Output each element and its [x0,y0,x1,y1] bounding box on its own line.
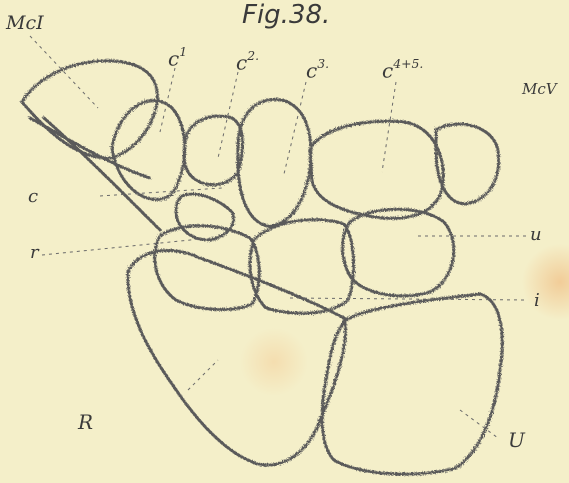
label-i: i [534,292,540,310]
label-c2-base: c [236,51,247,75]
leader-R [188,360,218,390]
label-c1: c1 [168,48,187,69]
label-r: r [30,244,39,262]
leader-mc1 [30,36,98,108]
ulnare-outline [343,209,454,296]
label-c3-sup: 3. [317,56,329,71]
metacarpal-1-shaft [30,118,150,178]
carpal-c2-outline [184,116,243,185]
leader-c3 [284,82,306,174]
leader-c45 [382,82,396,172]
stain-right [522,244,569,320]
label-u: u [530,226,542,244]
label-c1-base: c [168,47,179,71]
metacarpal-5-outline [436,124,499,204]
intermedium-outline [250,220,354,314]
label-c45-sup: 4+5. [393,56,423,71]
label-c45-base: c [382,59,393,83]
label-mc5: McV [522,82,557,97]
label-c2-sup: 2. [247,48,259,63]
metacarpal-1-outline [22,61,158,158]
label-c1-sup: 1 [179,44,187,59]
centrale-outline [176,194,234,240]
stain-center [240,328,308,396]
label-c: c [28,188,38,206]
carpal-c3-outline [238,99,311,226]
ulna-outline [322,294,502,474]
label-c45: c4+5. [382,60,423,81]
label-c2: c2. [236,52,259,73]
label-R: R [78,412,93,432]
label-c3-base: c [306,59,317,83]
radiale-outline [155,226,259,310]
label-mc1: McI [6,14,44,33]
carpal-c45-outline [310,121,443,218]
figure-title: Fig.38. [242,2,330,28]
label-U: U [508,430,525,450]
label-c3: c3. [306,60,329,81]
carpal-c1-outline [112,100,185,199]
leader-c1 [160,68,175,132]
